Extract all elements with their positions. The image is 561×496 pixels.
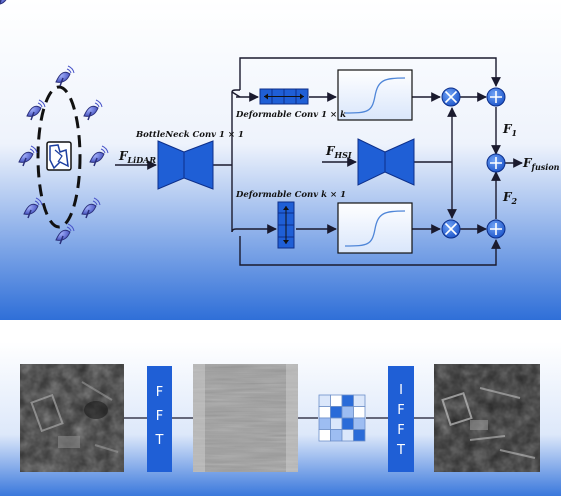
earth-icon <box>46 141 72 171</box>
pipeline-label-letter: F <box>156 385 163 400</box>
pipeline-label-letter: F <box>156 409 163 424</box>
input-lidar-label: FLiDAR <box>118 149 156 165</box>
sigmoid-bottom-box <box>337 202 413 254</box>
mask-cell <box>330 394 343 407</box>
frequency-mask-grid <box>318 394 366 442</box>
fusion-output-label: Ffusion <box>522 156 560 172</box>
mask-cell <box>353 417 366 430</box>
mask-cell <box>353 394 366 407</box>
bottleneck-label: BottleNeck Conv 1 × 1 <box>135 130 244 140</box>
sigmoid-top-box <box>337 69 413 121</box>
multiply-node-bottom <box>441 219 461 239</box>
panel-gap <box>0 320 561 342</box>
hsi-input-label: FHSI <box>325 144 352 160</box>
pipeline-label-letter: F <box>397 403 404 418</box>
add-node-top <box>486 87 506 107</box>
multiply-node-top <box>441 87 461 107</box>
mask-cell <box>330 417 343 430</box>
pipeline-label-letter: T <box>155 433 164 448</box>
mask-cell <box>353 406 366 419</box>
f2-label: F2 <box>502 190 518 206</box>
satellite-ring <box>0 0 109 245</box>
top-panel-background <box>0 0 561 320</box>
mask-cell <box>318 406 331 419</box>
pipeline-label-letter: F <box>397 423 404 438</box>
f1-label: F1 <box>502 122 517 138</box>
mask-cell <box>353 429 366 442</box>
mask-cell <box>318 417 331 430</box>
frequency-spectrum-image <box>193 364 298 472</box>
pipeline-label-letter: T <box>396 443 405 458</box>
hsi-bottleneck-block <box>357 138 415 186</box>
add-node-middle <box>486 153 506 173</box>
deformable-conv-bottom-block <box>277 201 295 249</box>
mask-cell <box>341 429 354 442</box>
pipeline-label-letter: I <box>399 383 403 398</box>
output-reconstructed-image <box>434 364 540 472</box>
mask-cell <box>330 406 343 419</box>
mask-cell <box>341 394 354 407</box>
orbit-ellipse <box>36 85 82 229</box>
mask-cell <box>330 429 343 442</box>
deformable-conv-top-block <box>259 88 309 105</box>
fft-block: FFT <box>147 366 172 472</box>
mask-cell <box>318 429 331 442</box>
deformable-bottom-label: Deformable Conv k × 1 <box>235 190 346 200</box>
mask-cell <box>318 394 331 407</box>
bottleneck-conv-block <box>157 140 214 190</box>
mask-cell <box>341 406 354 419</box>
deformable-top-label: Deformable Conv 1 × k <box>235 110 346 120</box>
satellite-dish-icon <box>0 0 7 5</box>
connector-lines <box>115 57 523 266</box>
add-node-bottom <box>486 219 506 239</box>
mask-cell <box>341 417 354 430</box>
input-lidar-image <box>20 364 124 472</box>
